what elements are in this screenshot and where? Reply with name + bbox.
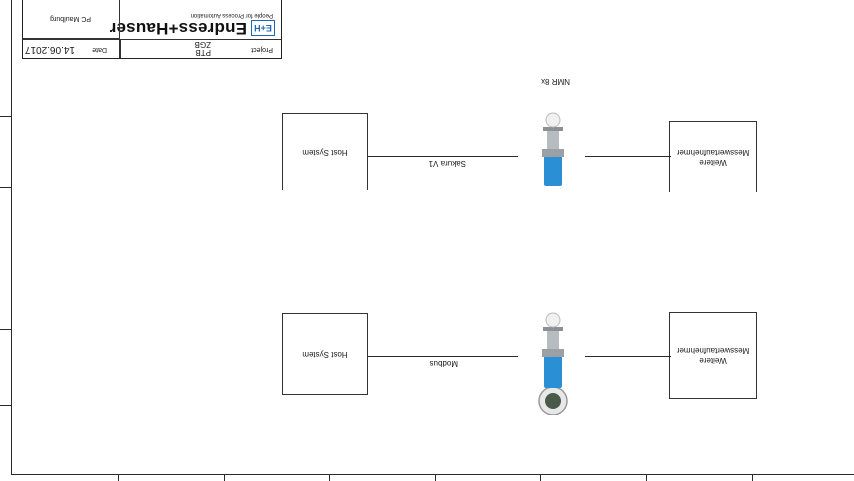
frame-tick-2 xyxy=(646,475,647,481)
frame-side-tick-1 xyxy=(0,405,12,406)
other-sensors-label-2: Weitere Messwertaufnehmer xyxy=(676,148,750,167)
department-cell: PC Maulburg xyxy=(23,0,120,39)
date-value: 14.06.2017 xyxy=(24,44,75,55)
frame-tick-5 xyxy=(329,475,330,481)
project-line1: PTB xyxy=(195,48,211,57)
host-system-label: Host System xyxy=(302,350,348,359)
host-system-label-2: Host System xyxy=(302,148,348,157)
frame-side-tick-2 xyxy=(0,329,12,330)
frame-tick-1 xyxy=(752,475,753,481)
project-label: Project xyxy=(251,46,273,53)
level-gauge-device-icon-2 xyxy=(542,112,564,186)
project-cell: Project PTB ZGB xyxy=(120,39,281,58)
title-block: E+H Endress+Hauser People for Process Au… xyxy=(22,0,282,59)
frame-tick-3 xyxy=(540,475,541,481)
link-line-device-host-2 xyxy=(368,156,518,157)
link-line-sensors-device xyxy=(585,356,671,357)
frame-right-line xyxy=(11,0,12,475)
frame-tick-4 xyxy=(435,475,436,481)
company-name: Endress+Hauser xyxy=(109,19,247,38)
other-sensors-box-2: Weitere Messwertaufnehmer xyxy=(669,121,757,192)
link-line-sensors-device-2 xyxy=(585,156,671,157)
modbus-protocol-label: Modbus xyxy=(429,359,458,368)
host-system-box: Host System xyxy=(282,313,368,395)
project-line2: ZGB xyxy=(194,40,211,49)
company-logo: E+H Endress+Hauser xyxy=(110,18,275,38)
company-tagline: People for Process Automation xyxy=(190,12,273,18)
frame-tick-7 xyxy=(118,475,119,481)
sakura-protocol-label: Sakura V1 xyxy=(428,159,466,168)
sheet-left-edge-tick xyxy=(11,93,12,188)
other-sensors-label: Weitere Messwertaufnehmer xyxy=(676,346,750,366)
level-gauge-device-icon xyxy=(538,312,568,415)
device-label-nmr: NMR 8x xyxy=(541,77,570,86)
date-label: Date xyxy=(92,46,107,53)
other-sensors-box: Weitere Messwertaufnehmer xyxy=(669,312,757,399)
frame-top-line xyxy=(12,474,854,475)
link-line-device-host xyxy=(368,356,518,357)
host-system-box-2: Host System xyxy=(282,113,368,190)
department-label: PC Maulburg xyxy=(50,15,91,22)
date-cell: Date 14.06.2017 xyxy=(23,39,120,58)
frame-tick-6 xyxy=(224,475,225,481)
eh-logo-icon: E+H xyxy=(251,20,275,36)
